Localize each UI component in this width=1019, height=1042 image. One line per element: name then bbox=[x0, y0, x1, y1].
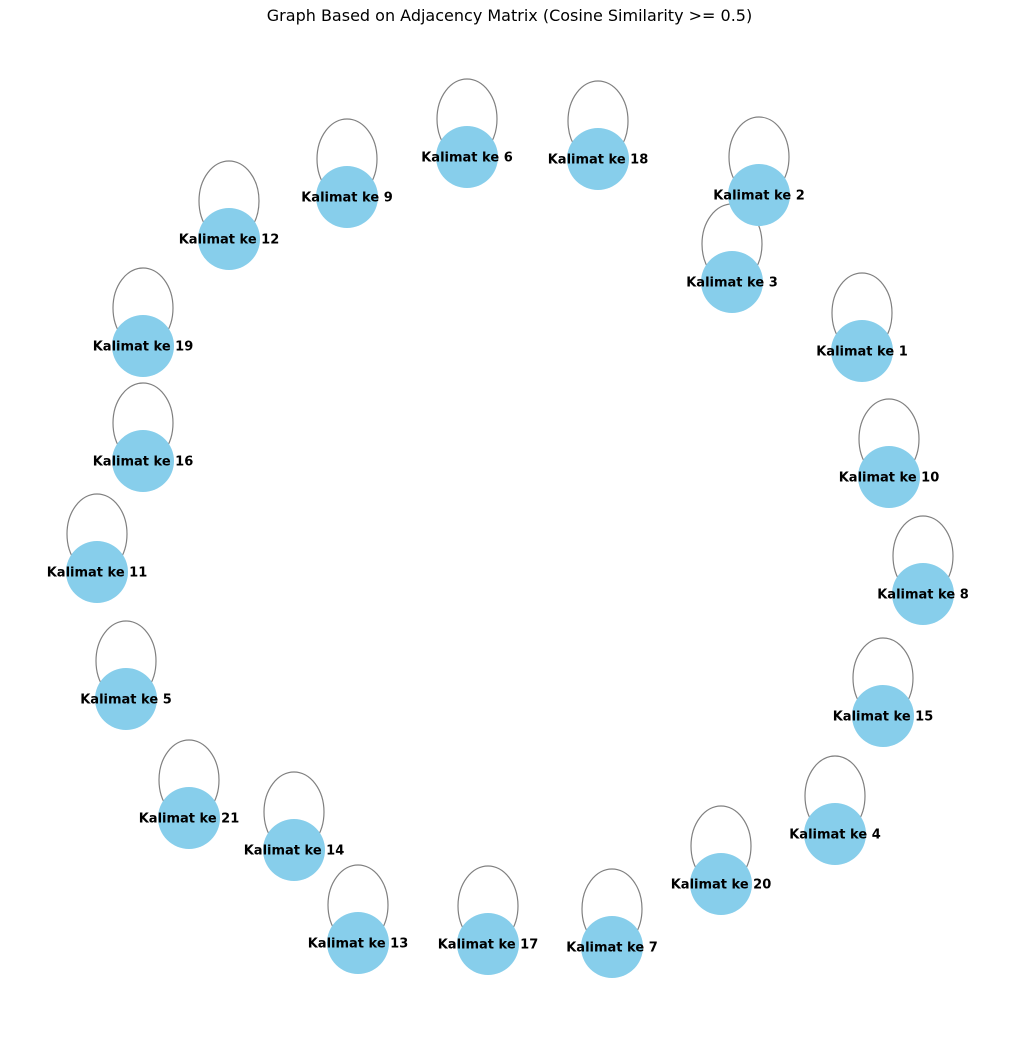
node-kalimat-ke-20 bbox=[690, 853, 752, 915]
node-kalimat-ke-4 bbox=[804, 803, 866, 865]
node-label-kalimat-ke-5: Kalimat ke 5 bbox=[80, 693, 172, 708]
node-kalimat-ke-1 bbox=[831, 320, 893, 382]
node-label-kalimat-ke-11: Kalimat ke 11 bbox=[47, 566, 148, 581]
node-kalimat-ke-16 bbox=[112, 430, 174, 492]
node-label-kalimat-ke-16: Kalimat ke 16 bbox=[93, 455, 194, 470]
node-kalimat-ke-10 bbox=[858, 446, 920, 508]
node-label-kalimat-ke-21: Kalimat ke 21 bbox=[139, 812, 240, 827]
node-kalimat-ke-8 bbox=[892, 563, 954, 625]
node-kalimat-ke-18 bbox=[567, 128, 629, 190]
node-label-kalimat-ke-15: Kalimat ke 15 bbox=[833, 710, 934, 725]
node-label-kalimat-ke-3: Kalimat ke 3 bbox=[686, 276, 778, 291]
node-label-kalimat-ke-18: Kalimat ke 18 bbox=[548, 153, 649, 168]
node-label-kalimat-ke-6: Kalimat ke 6 bbox=[421, 151, 513, 166]
node-label-kalimat-ke-7: Kalimat ke 7 bbox=[566, 941, 658, 956]
node-label-kalimat-ke-9: Kalimat ke 9 bbox=[301, 191, 393, 206]
node-kalimat-ke-11 bbox=[66, 541, 128, 603]
node-label-kalimat-ke-19: Kalimat ke 19 bbox=[93, 340, 194, 355]
node-kalimat-ke-13 bbox=[327, 912, 389, 974]
node-label-kalimat-ke-12: Kalimat ke 12 bbox=[179, 233, 280, 248]
node-label-kalimat-ke-14: Kalimat ke 14 bbox=[244, 844, 345, 859]
node-kalimat-ke-7 bbox=[581, 916, 643, 978]
node-kalimat-ke-5 bbox=[95, 668, 157, 730]
node-kalimat-ke-6 bbox=[436, 126, 498, 188]
node-label-kalimat-ke-20: Kalimat ke 20 bbox=[671, 878, 772, 893]
node-kalimat-ke-2 bbox=[728, 164, 790, 226]
node-kalimat-ke-9 bbox=[316, 166, 378, 228]
node-kalimat-ke-21 bbox=[158, 787, 220, 849]
node-label-kalimat-ke-4: Kalimat ke 4 bbox=[789, 828, 881, 843]
node-label-kalimat-ke-8: Kalimat ke 8 bbox=[877, 588, 969, 603]
node-label-kalimat-ke-17: Kalimat ke 17 bbox=[438, 938, 539, 953]
node-label-kalimat-ke-1: Kalimat ke 1 bbox=[816, 345, 908, 360]
node-kalimat-ke-3 bbox=[701, 251, 763, 313]
node-kalimat-ke-12 bbox=[198, 208, 260, 270]
node-label-kalimat-ke-13: Kalimat ke 13 bbox=[308, 937, 409, 952]
node-label-kalimat-ke-2: Kalimat ke 2 bbox=[713, 189, 805, 204]
node-kalimat-ke-14 bbox=[263, 819, 325, 881]
node-kalimat-ke-15 bbox=[852, 685, 914, 747]
node-label-kalimat-ke-10: Kalimat ke 10 bbox=[839, 471, 940, 486]
graph-title: Graph Based on Adjacency Matrix (Cosine … bbox=[266, 6, 753, 25]
node-kalimat-ke-17 bbox=[457, 913, 519, 975]
node-kalimat-ke-19 bbox=[112, 315, 174, 377]
